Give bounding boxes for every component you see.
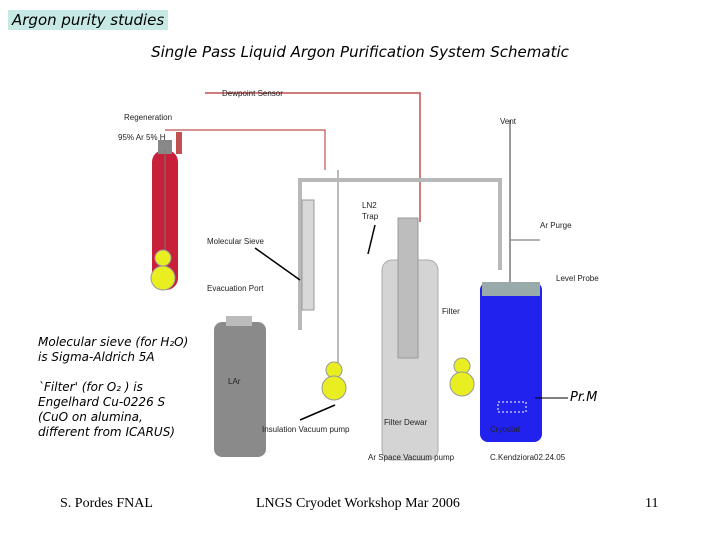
- lar-dewar: [214, 322, 266, 457]
- sieve-note: Molecular sieve (for H₂O) is Sigma-Aldri…: [38, 335, 188, 365]
- regulator-valve: [176, 132, 182, 154]
- footer-author: S. Pordes FNAL: [60, 496, 153, 511]
- prm-label: Pr.M: [570, 390, 598, 405]
- label-lar: LAr: [228, 377, 241, 386]
- label-filter-dewar: Filter Dewar: [384, 418, 427, 427]
- label-regeneration: Regeneration: [124, 113, 172, 122]
- ar-space-vacuum-pump: [449, 357, 475, 397]
- main-pipe: [298, 178, 502, 330]
- filter-note: `Filter' (for O₂ ) is Engelhard Cu-0226 …: [38, 380, 175, 440]
- footer-page-number: 11: [645, 496, 659, 511]
- label-evacuation-port: Evacuation Port: [207, 284, 264, 293]
- lar-dewar-cap: [226, 316, 252, 326]
- label-level-probe: Level Probe: [556, 274, 599, 283]
- label-ar-purge: Ar Purge: [540, 221, 572, 230]
- label-filter: Filter: [442, 307, 460, 316]
- insulation-arrow: [299, 404, 336, 421]
- slide-title: Single Pass Liquid Argon Purification Sy…: [151, 43, 569, 61]
- purity-monitor: [497, 401, 527, 413]
- label-lnz-trap-2: Trap: [362, 212, 379, 221]
- regen-pump: [150, 150, 176, 291]
- label-insulation-pump: Insulation Vacuum pump: [262, 425, 350, 434]
- cryostat: [480, 282, 542, 442]
- regeneration-line: [165, 129, 326, 170]
- filter-note-line4: different from ICARUS): [38, 425, 175, 439]
- filter-cartridge: [397, 217, 419, 359]
- label-gas-mix: 95% Ar 5% H: [118, 133, 166, 142]
- molecular-sieve-column: [301, 199, 315, 311]
- label-lnz-trap-1: LN2: [362, 201, 377, 210]
- lnz-trap-arrow: [367, 224, 376, 255]
- label-credit: C.Kendziora02.24.05: [490, 453, 566, 462]
- cryostat-lid: [482, 282, 540, 296]
- sieve-note-line2: is Sigma-Aldrich 5A: [38, 350, 155, 364]
- footer-event: LNGS Cryodet Workshop Mar 2006: [256, 496, 460, 511]
- filter-note-line1: `Filter' (for O₂ ) is: [38, 380, 143, 394]
- label-cryostat: Cryostat: [490, 425, 521, 434]
- filter-note-line3: (CuO on alumina,: [38, 410, 143, 424]
- filter-note-line2: Engelhard Cu-0226 S: [38, 395, 166, 409]
- label-vent: Vent: [500, 117, 517, 126]
- sieve-arrow: [254, 247, 301, 281]
- cylinder-valve-icon: [158, 140, 172, 154]
- label-dewpoint: Dewpoint Sensor: [222, 89, 283, 98]
- insulation-vacuum-pump: [321, 170, 347, 401]
- sieve-note-line1: Molecular sieve (for H₂O): [38, 335, 189, 349]
- label-molecular-sieve: Molecular Sieve: [207, 237, 264, 246]
- label-ar-space-pump: Ar Space Vacuum pump: [368, 453, 455, 462]
- section-tag: Argon purity studies: [8, 10, 169, 30]
